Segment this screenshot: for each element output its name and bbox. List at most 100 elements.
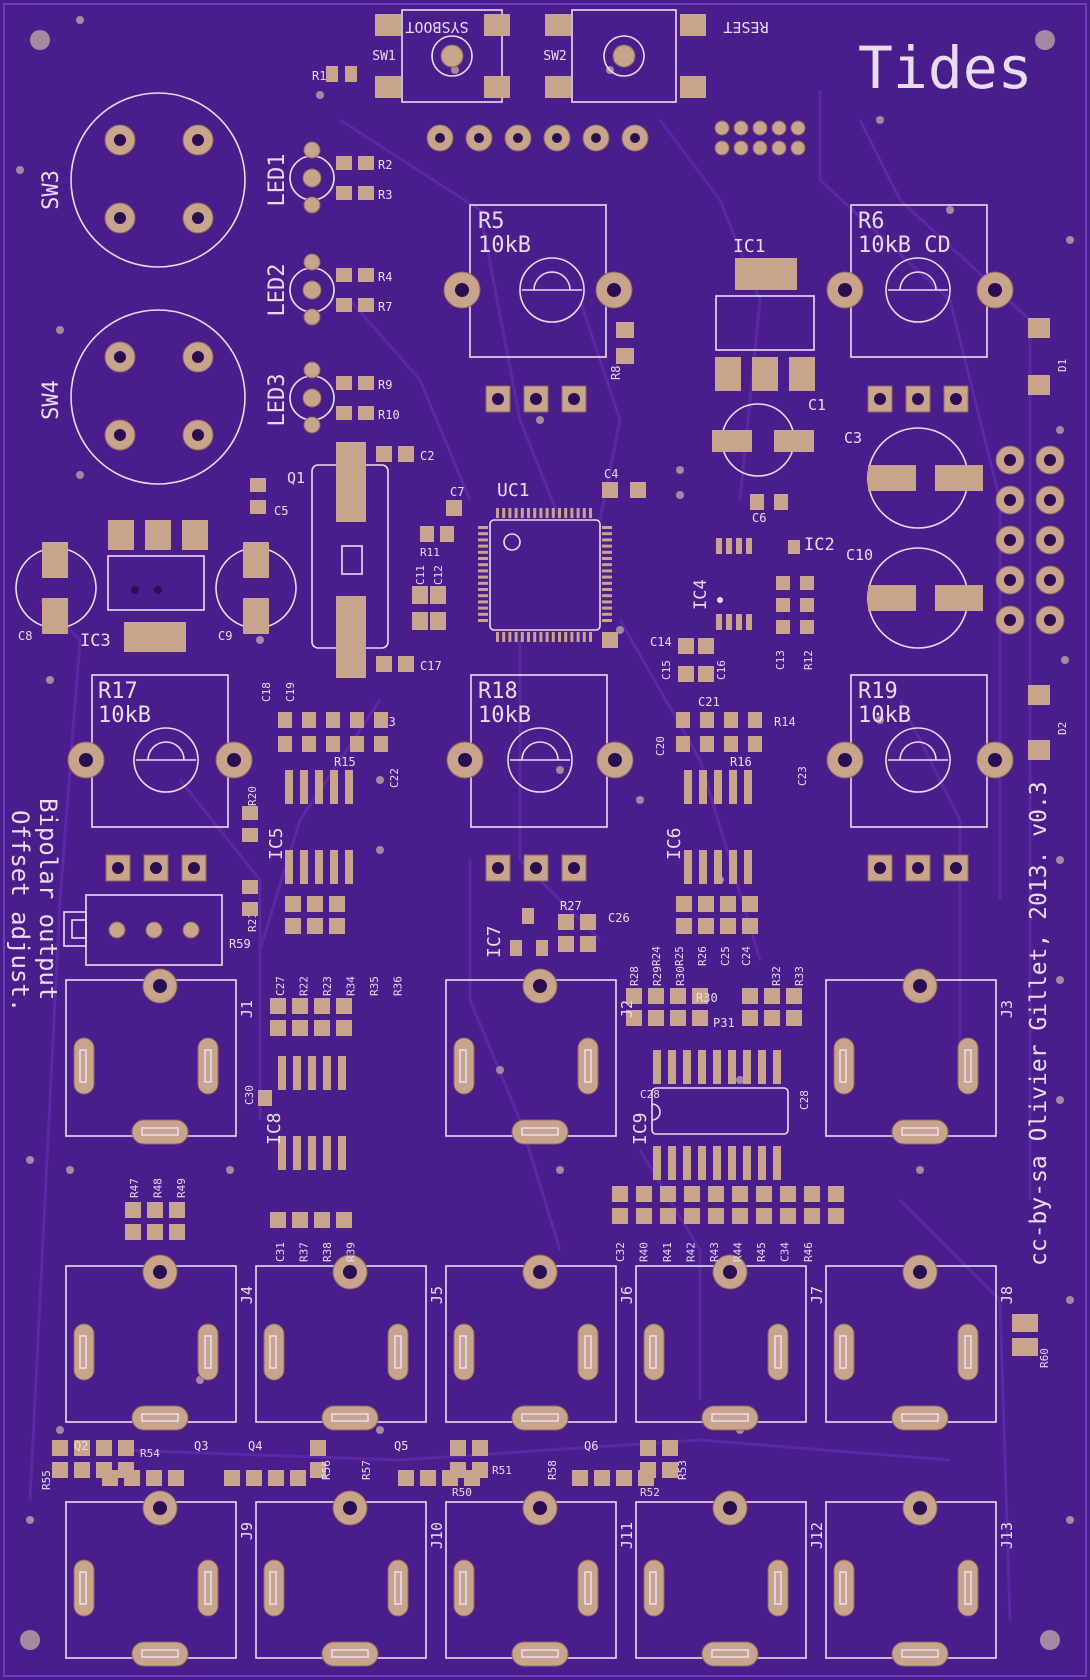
ref-label: R45: [755, 1242, 768, 1262]
ref-label: R40: [638, 1242, 651, 1262]
svg-text:C10: C10: [846, 546, 873, 564]
ref-label: R30: [674, 966, 687, 986]
jack-j3: J3: [825, 968, 1016, 1145]
svg-text:C6: C6: [752, 511, 766, 525]
svg-text:C8: C8: [18, 629, 32, 643]
svg-text:C7: C7: [450, 485, 464, 499]
sw1-ref: SW1: [372, 49, 395, 64]
resistor-ref: R52: [640, 1486, 660, 1499]
ref-label: R23: [321, 976, 334, 996]
ref-label: R42: [685, 1242, 698, 1262]
note-line1: Bipolar output: [34, 798, 62, 1000]
sw1-label: SYSBOOT: [405, 18, 468, 36]
ic9-ref: IC9: [630, 1112, 651, 1145]
resistor-ref: R56: [320, 1460, 333, 1480]
svg-text:C18: C18: [260, 682, 273, 702]
jack-ref: J4: [238, 1286, 256, 1304]
led3: LED3: [265, 361, 335, 434]
jack-j9: J9: [65, 1490, 256, 1667]
sw2-label: RESET: [723, 18, 768, 36]
cap-c10: C10: [846, 546, 983, 649]
svg-text:R11: R11: [420, 546, 440, 559]
ic3-ref: IC3: [80, 631, 111, 651]
sw2-switch: RESET SW2: [543, 9, 769, 103]
svg-text:C17: C17: [420, 659, 442, 673]
jack-ref: J6: [618, 1286, 636, 1304]
r1-label: R1: [312, 69, 326, 83]
jack-j2: J2: [445, 968, 636, 1145]
ic1-regulator: IC1: [715, 236, 815, 391]
led1-ref: LED1: [265, 154, 290, 207]
svg-text:C14: C14: [650, 635, 672, 649]
ref-label: R29: [651, 966, 664, 986]
svg-text:R59: R59: [229, 937, 251, 951]
svg-text:C11: C11: [414, 565, 427, 585]
ref-label: R34: [345, 976, 358, 996]
sw4-ref: SW4: [39, 380, 64, 420]
resistor-ref: R54: [140, 1447, 160, 1460]
jack-j8: J8: [825, 1254, 1016, 1431]
cap-c3: C3: [844, 427, 983, 529]
uc1-pins: [478, 508, 612, 642]
jack-ref: J3: [998, 1000, 1016, 1018]
ref-label: C27: [274, 976, 287, 996]
jack-ref: J1: [238, 1000, 256, 1018]
ref-label: R28: [628, 966, 641, 986]
transistor-ref: Q3: [194, 1439, 208, 1453]
pot-r5-value: 10kB: [478, 233, 531, 258]
credit-text: cc-by-sa Olivier Gillet, 2013. v0.3: [1026, 781, 1052, 1266]
ref-label: R39: [345, 1242, 358, 1262]
led3-ref: LED3: [265, 374, 290, 427]
led2-ref: LED2: [265, 264, 290, 317]
jack-j13: J13: [825, 1490, 1016, 1667]
pot-r17: R17 10kB: [67, 674, 253, 882]
svg-text:R12: R12: [802, 650, 815, 670]
pot-r5-ref: R5: [478, 209, 505, 234]
transistor-ref: Q5: [394, 1439, 408, 1453]
q1-ref: Q1: [287, 469, 305, 487]
ic6-section: C21 C20 R14 R16 C23 IC6: [654, 695, 809, 860]
svg-text:C4: C4: [604, 467, 618, 481]
programming-header: [426, 124, 649, 152]
svg-text:D1: D1: [1056, 359, 1069, 372]
uc1-ref: UC1: [497, 480, 530, 501]
ref-label: R26: [696, 946, 709, 966]
svg-text:C26: C26: [608, 911, 630, 925]
ic4: IC4: [691, 538, 752, 630]
pot-r6-ref: R6: [858, 209, 885, 234]
resistor-ref: R57: [360, 1460, 373, 1480]
board-outline: [3, 3, 1087, 1677]
ref-label: R37: [298, 1242, 311, 1262]
svg-text:C2: C2: [420, 449, 434, 463]
trimmer-r59: R59: [63, 894, 251, 966]
sw1-switch: SYSBOOT SW1: [372, 9, 510, 103]
ref-label: R32: [770, 966, 783, 986]
svg-text:R14: R14: [774, 715, 796, 729]
transistor-ref: Q6: [584, 1439, 598, 1453]
led2: LED2: [265, 253, 335, 326]
ref-label: R49: [175, 1178, 188, 1198]
pot-r18: R18 10kB: [446, 674, 634, 882]
uc1-mcu: UC1: [489, 480, 601, 631]
jack-j1: J1: [65, 968, 256, 1145]
note-line2: Offset adjust.: [6, 810, 34, 1012]
ref-label: R36: [392, 976, 405, 996]
svg-text:R60: R60: [1038, 1348, 1051, 1368]
ic5-ref: IC5: [266, 827, 287, 860]
jack-ref: J11: [618, 1522, 636, 1549]
ref-label: C34: [779, 1242, 792, 1262]
jack-j7: J7: [635, 1254, 826, 1431]
resistor-ref: R58: [546, 1460, 559, 1480]
ref-label: R25: [673, 946, 686, 966]
svg-text:C28: C28: [798, 1090, 811, 1110]
ref-label: C31: [274, 1242, 287, 1262]
svg-text:R8: R8: [609, 366, 623, 380]
jack-ref: J2: [618, 1000, 636, 1018]
ref-label: R35: [368, 976, 381, 996]
ref-label: R48: [152, 1178, 165, 1198]
ref-label: C32: [614, 1242, 627, 1262]
pot-r5: R5 10kB: [443, 204, 633, 413]
jack-j4: J4: [65, 1254, 256, 1431]
